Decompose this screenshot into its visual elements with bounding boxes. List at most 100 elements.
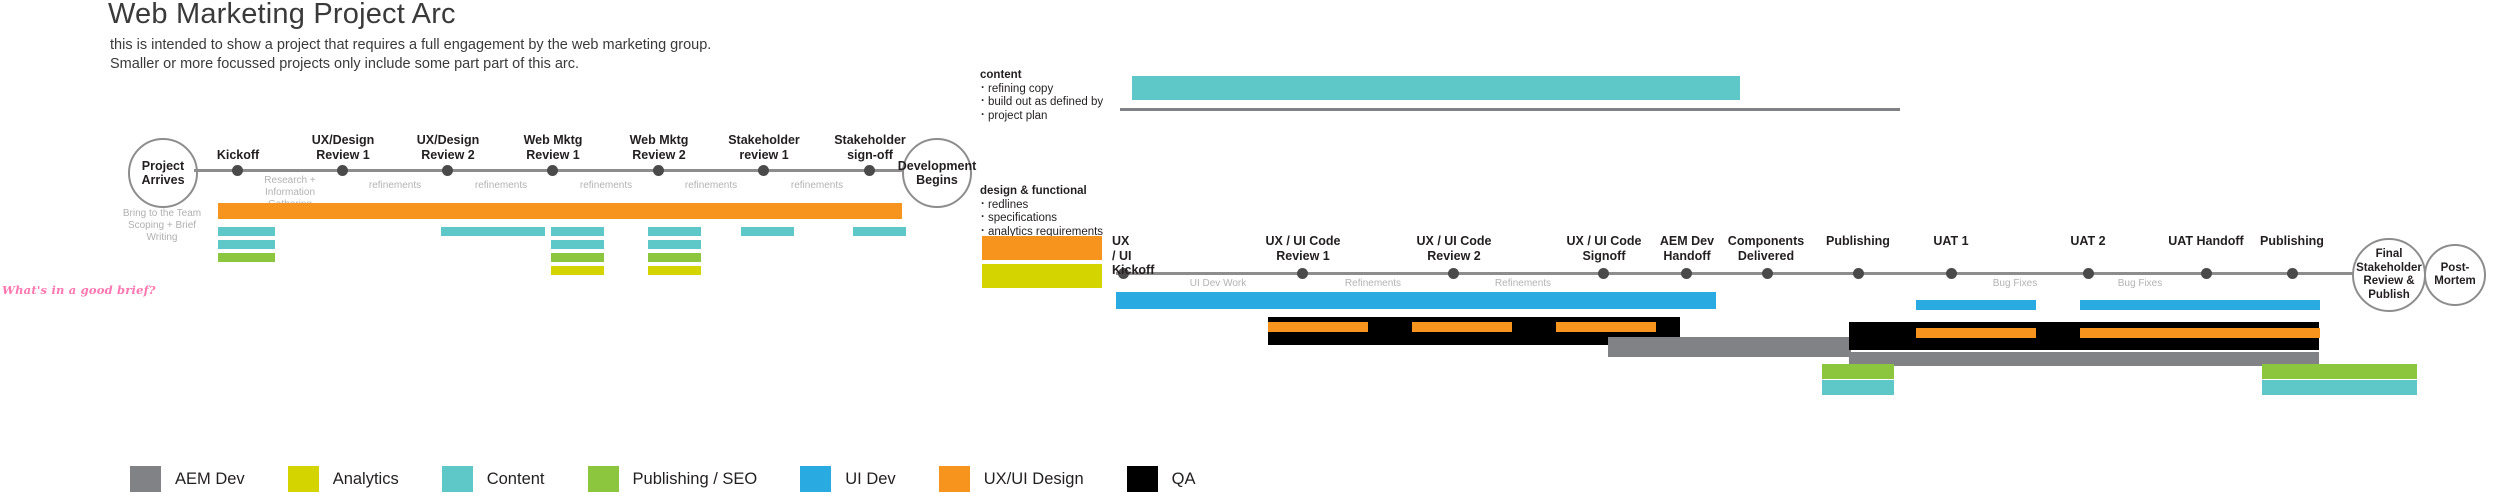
bar-ux-qa-overlay-3[interactable] [1556,322,1656,332]
legend-swatch-icon [130,466,161,492]
right-milestone-label-9: UAT Handoff [2168,234,2244,248]
bar-content-2[interactable] [441,227,545,236]
left-segment-label-4: refinements [684,180,738,191]
right-milestone-label-5: Components Delivered [1727,234,1805,263]
left-milestone-label-3: Web Mktg Review 1 [523,133,583,162]
right-milestone-dot-4[interactable] [1681,268,1692,279]
right-milestone-dot-3[interactable] [1598,268,1609,279]
bar-ui-dev-uat-2[interactable] [2080,300,2200,310]
deliverable-item: refining copy [980,82,1115,97]
right-end-circle-post-mortem[interactable]: Post- Mortem [2424,244,2486,306]
left-start-circle[interactable]: Project Arrives [128,138,198,208]
bar-content-8[interactable] [551,240,604,249]
bar-publishing-2[interactable] [551,253,604,262]
legend-swatch-icon [587,466,619,492]
left-milestone-dot-0[interactable] [232,165,243,176]
bar-content-tail-2[interactable] [2262,380,2417,395]
bar-content-4[interactable] [648,227,701,236]
right-end-circle-post-mortem-label: Post- Mortem [2434,261,2476,288]
left-milestone-dot-5[interactable] [758,165,769,176]
right-milestone-label-0: UX / UI Kickoff [1112,234,1155,277]
bar-publishing-1[interactable] [218,253,275,262]
bar-analytics-deliverable[interactable] [982,264,1102,288]
right-milestone-dot-7[interactable] [1946,268,1957,279]
legend-label: QA [1171,469,1196,488]
bar-content-deliverable-bar[interactable] [1132,76,1740,100]
left-segment-label-5: refinements [790,180,844,191]
deliverable-item: redlines [980,198,1130,213]
legend-item-5: UX/UI Design [938,466,1084,492]
legend-item-6: QA [1126,466,1196,492]
bar-content-5[interactable] [741,227,794,236]
bar-content-1[interactable] [218,227,275,236]
bar-content-3[interactable] [551,227,604,236]
bar-publishing-green-2[interactable] [2262,364,2417,379]
legend-label: Analytics [332,469,399,488]
bar-aem-dev-uat[interactable] [1849,352,2319,366]
bar-ux-deliverable-bar[interactable] [982,236,1102,260]
right-milestone-dot-9[interactable] [2201,268,2212,279]
bar-ux-uat-overlay-2[interactable] [2080,328,2200,338]
left-milestone-label-5: Stakeholder review 1 [728,133,800,162]
right-milestone-label-8: UAT 2 [2070,234,2106,248]
right-milestone-dot-1[interactable] [1297,268,1308,279]
left-segment-label-1: refinements [368,180,422,191]
left-milestone-label-0: Kickoff [216,148,260,162]
left-milestone-dot-3[interactable] [547,165,558,176]
right-milestone-dot-2[interactable] [1448,268,1459,279]
bar-analytics-1[interactable] [551,266,604,275]
deliverable-item: specifications [980,211,1130,226]
right-milestone-label-10: Publishing [2260,234,2324,248]
legend-item-0: AEM Dev [130,466,245,492]
right-end-circle-final-review-label: Final Stakeholder Review & Publish [2356,248,2422,301]
deliverable-block-content: content refining copy build out as defin… [980,69,1115,123]
right-milestone-dot-0[interactable] [1118,268,1129,279]
bar-ui-dev-uat[interactable] [1916,300,2036,310]
bar-ux-qa-overlay-1[interactable] [1268,322,1368,332]
legend-item-4: UI Dev [800,466,896,492]
bar-analytics-2[interactable] [648,266,701,275]
bar-ux-qa-overlay-2[interactable] [1412,322,1512,332]
left-end-circle[interactable]: Development Begins [898,138,976,208]
legend-swatch-icon [441,466,473,492]
left-milestone-dot-4[interactable] [653,165,664,176]
right-milestone-label-1: UX / UI Code Review 1 [1265,234,1341,263]
left-milestone-dot-2[interactable] [442,165,453,176]
left-end-circle-label: Development Begins [897,158,977,188]
bar-ux-ui-design-main[interactable] [218,203,902,219]
right-milestone-dot-5[interactable] [1762,268,1773,279]
bar-ux-uat-overlay-1[interactable] [1916,328,2036,338]
bar-content-green-tail[interactable] [1822,380,1894,395]
left-milestone-dot-1[interactable] [337,165,348,176]
left-milestone-label-1: UX/Design Review 1 [311,133,375,162]
bar-ui-dev-main[interactable] [1116,292,1716,309]
bar-content-9[interactable] [648,240,701,249]
right-end-circle-final-review[interactable]: Final Stakeholder Review & Publish [2352,238,2426,312]
right-segment-label-2: Refinements [1494,278,1552,289]
right-timeline-line [1116,272,2356,275]
right-milestone-label-4: AEM Dev Handoff [1659,234,1715,263]
bar-content-underline[interactable] [1120,108,1900,111]
left-milestone-dot-6[interactable] [864,165,875,176]
bar-aem-dev-bar[interactable] [1608,337,1851,357]
bar-ux-uat-overlay-3[interactable] [2200,328,2320,338]
page-title: Web Marketing Project Arc [108,0,456,30]
left-milestone-label-4: Web Mktg Review 2 [629,133,689,162]
left-milestone-label-6: Stakeholder sign-off [834,133,906,162]
legend-swatch-icon [287,466,319,492]
deliverable-item: analytics requirements [980,225,1130,240]
deliverable-heading-content: content [980,69,1022,81]
right-milestone-dot-10[interactable] [2287,268,2298,279]
bar-publishing-green-1[interactable] [1822,364,1894,379]
bar-ui-dev-uat-3[interactable] [2200,300,2320,310]
legend-swatch-icon [938,466,970,492]
right-milestone-label-3: UX / UI Code Signoff [1566,234,1642,263]
right-milestone-dot-6[interactable] [1853,268,1864,279]
bar-content-6[interactable] [853,227,906,236]
legend-label: Content [486,469,545,488]
right-milestone-dot-8[interactable] [2083,268,2094,279]
bar-content-7[interactable] [218,240,275,249]
right-segment-label-0: UI Dev Work [1189,278,1247,289]
bar-publishing-3[interactable] [648,253,701,262]
brief-question-note: What's in a good brief? [2,283,156,297]
